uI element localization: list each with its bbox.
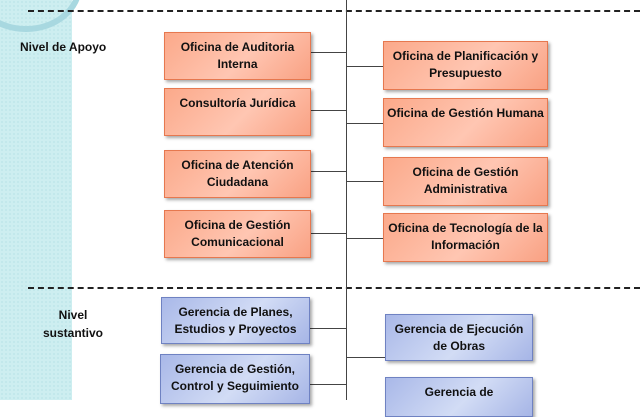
level-label-sustantivo: Nivel sustantivo: [42, 308, 103, 340]
org-box-tecnologia: Oficina de Tecnología de la Información: [383, 213, 548, 262]
org-box-planificacion: Oficina de Planificación y Presupuesto: [383, 41, 548, 90]
decorative-sidebar: [0, 0, 82, 400]
org-box-gestion-humana: Oficina de Gestión Humana: [383, 98, 548, 147]
org-box-consultoria: Consultoría Jurídica: [164, 88, 311, 136]
org-box-gestion-administrativa: Oficina de Gestión Administrativa: [383, 157, 548, 206]
level-divider-middle: [28, 287, 640, 289]
level-divider-top: [28, 10, 640, 12]
org-box-auditoria: Oficina de Auditoria Interna: [164, 32, 311, 80]
level-label-apoyo: Nivel de Apoyo: [20, 40, 107, 54]
org-box-comunicacional: Oficina de Gestión Comunicacional: [164, 210, 311, 258]
org-box-gestion-control: Gerencia de Gestión, Control y Seguimien…: [160, 354, 310, 404]
org-box-atencion: Oficina de Atención Ciudadana: [164, 150, 311, 198]
org-box-planes: Gerencia de Planes, Estudios y Proyectos: [161, 297, 310, 344]
swirl-decoration: [0, 0, 82, 32]
org-box-gerencia: Gerencia de: [385, 377, 533, 417]
main-connector: [346, 0, 347, 400]
org-box-ejecucion-obras: Gerencia de Ejecución de Obras: [385, 314, 533, 361]
